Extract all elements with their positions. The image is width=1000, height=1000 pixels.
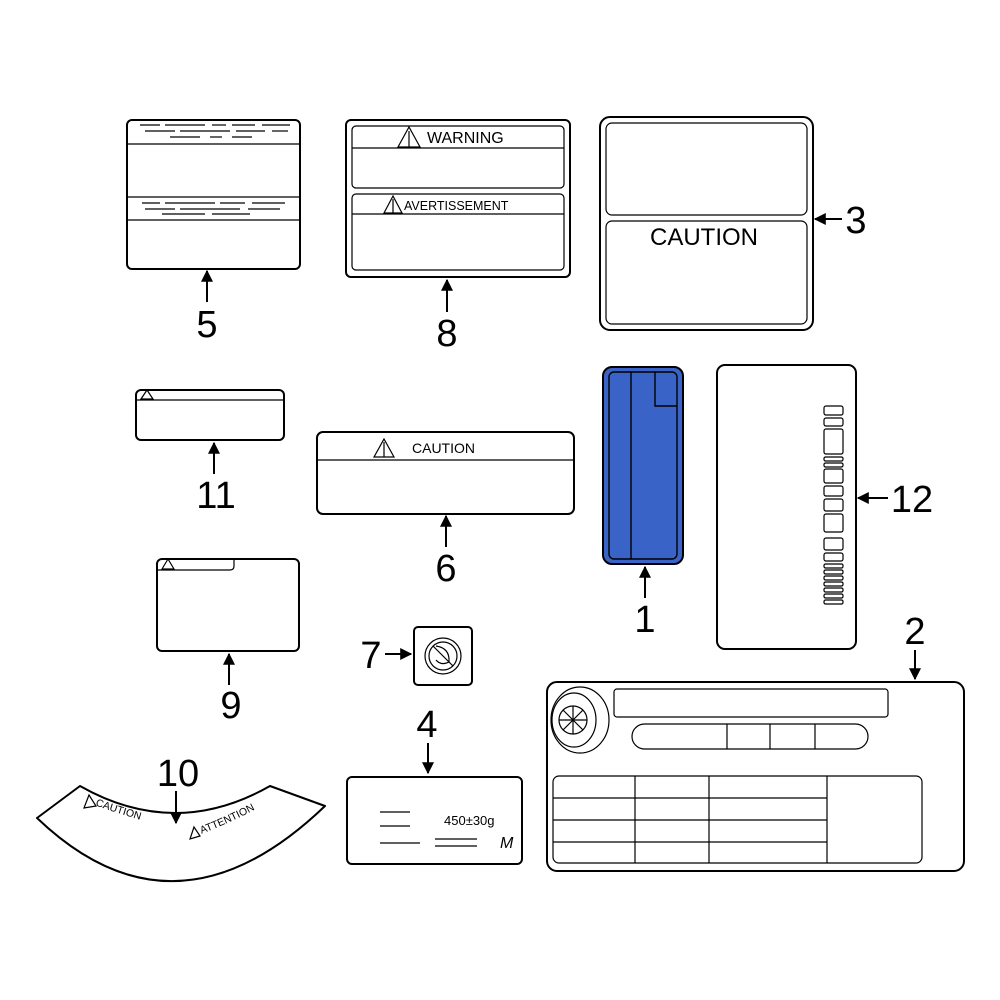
label-1-highlighted[interactable] — [602, 366, 684, 565]
callout-6: 6 — [435, 548, 456, 590]
warning-triangle-icon — [383, 194, 403, 214]
label-10[interactable]: CAUTION ATTENTION — [36, 785, 326, 882]
callout-10: 10 — [157, 753, 199, 795]
callout-1: 1 — [634, 599, 655, 641]
callout-7: 7 — [360, 635, 381, 677]
callout-12: 12 — [891, 479, 933, 521]
no-symbol-icon — [424, 637, 462, 675]
callout-2: 2 — [904, 611, 925, 653]
label-2[interactable] — [546, 681, 965, 872]
callout-11: 11 — [196, 475, 235, 517]
warning-text: WARNING — [427, 130, 504, 147]
weight-spec-text: 450±30g — [444, 813, 495, 828]
label-12[interactable] — [716, 364, 857, 650]
label-8[interactable]: WARNING AVERTISSEMENT — [345, 119, 571, 278]
label-6[interactable]: CAUTION — [316, 431, 575, 515]
label-9[interactable] — [156, 557, 300, 652]
warning-triangle-icon — [160, 557, 176, 570]
warning-triangle-icon — [396, 125, 422, 148]
callout-4: 4 — [416, 704, 437, 746]
warning-triangle-icon — [139, 388, 155, 400]
callout-3: 3 — [845, 200, 866, 242]
warning-triangle-icon — [189, 825, 201, 840]
callout-5: 5 — [196, 304, 217, 346]
warning-triangle-icon — [83, 793, 97, 809]
callout-8: 8 — [436, 313, 457, 355]
caution-text: CAUTION — [412, 440, 475, 456]
tire-icon — [550, 686, 610, 754]
m-mark-text: M — [500, 835, 514, 852]
caution-big-text: CAUTION — [650, 224, 758, 251]
avertissement-text: AVERTISSEMENT — [404, 199, 509, 213]
label-7[interactable] — [413, 626, 473, 686]
warning-triangle-icon — [372, 437, 396, 458]
label-4[interactable]: 450±30g M — [346, 776, 523, 865]
label-5[interactable] — [126, 119, 301, 270]
label-3[interactable]: CAUTION — [599, 116, 814, 331]
label-11[interactable] — [135, 388, 285, 441]
callout-9: 9 — [220, 685, 241, 727]
